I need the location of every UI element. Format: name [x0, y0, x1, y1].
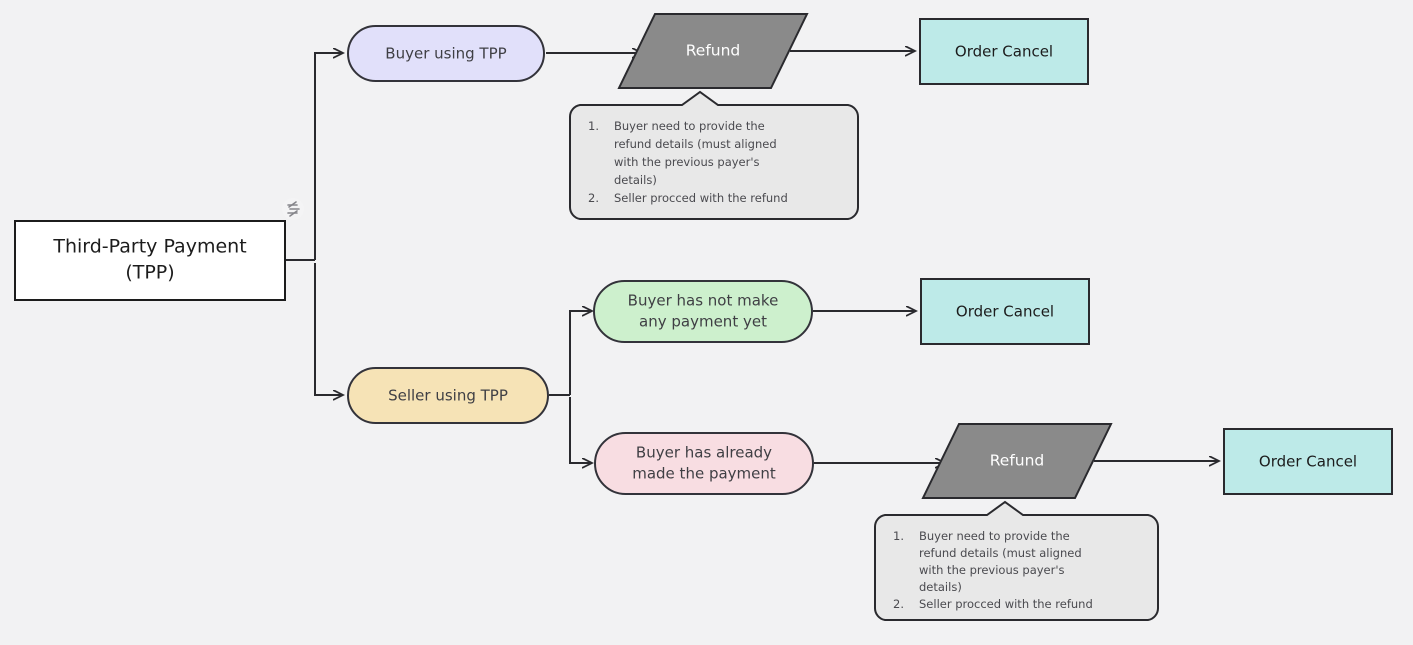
edge-root-to-buyer [314, 53, 342, 260]
edge-root-to-seller [314, 263, 342, 395]
node-seller-using-tpp[interactable]: Seller using TPP [347, 367, 549, 424]
node-order-cancel-3-label: Order Cancel [1259, 453, 1357, 471]
node-no-payment-yet-label-line2: any payment yet [639, 313, 767, 331]
node-refund-bottom[interactable]: Refund [921, 423, 1113, 499]
note-top-item-2-line-1: Seller procced with the refund [614, 191, 788, 205]
note-bottom-item-1-line-2: refund details (must aligned [919, 546, 1082, 560]
root-node-label-line2: (TPP) [125, 262, 174, 284]
node-refund-top-label: Refund [686, 42, 741, 60]
note-top: 1. Buyer need to provide the refund deta… [568, 90, 860, 220]
node-no-payment-yet[interactable]: Buyer has not make any payment yet [593, 280, 813, 343]
node-third-party-payment[interactable]: Third-Party Payment (TPP) [14, 220, 286, 301]
edge-seller-to-paid [569, 397, 591, 463]
node-seller-using-tpp-label: Seller using TPP [388, 387, 508, 405]
note-top-item-1-line-1: Buyer need to provide the [614, 119, 765, 133]
flow-glyph-badge[interactable] [282, 198, 304, 220]
note-top-item-1-line-2: refund details (must aligned [614, 137, 777, 151]
note-bottom-item-1-line-4: details) [919, 580, 962, 594]
node-order-cancel-1-label: Order Cancel [955, 43, 1053, 61]
note-bottom-item-1-number: 1. [893, 529, 904, 543]
root-node-label-line1: Third-Party Payment [52, 236, 246, 258]
note-bottom-item-2-line-1: Seller procced with the refund [919, 597, 1093, 611]
node-order-cancel-2[interactable]: Order Cancel [920, 278, 1090, 345]
note-top-item-1-number: 1. [588, 119, 599, 133]
node-already-paid[interactable]: Buyer has already made the payment [594, 432, 814, 495]
node-order-cancel-3[interactable]: Order Cancel [1223, 428, 1393, 495]
note-top-item-2-number: 2. [588, 191, 599, 205]
node-order-cancel-2-label: Order Cancel [956, 303, 1054, 321]
note-top-item-1-line-3: with the previous payer's [614, 155, 760, 169]
node-refund-top[interactable]: Refund [617, 13, 809, 89]
note-top-item-1-line-4: details) [614, 173, 657, 187]
node-no-payment-yet-label-line1: Buyer has not make [628, 292, 779, 310]
node-buyer-using-tpp-label: Buyer using TPP [385, 45, 506, 63]
note-bottom-item-2-number: 2. [893, 597, 904, 611]
node-order-cancel-1[interactable]: Order Cancel [919, 18, 1089, 85]
node-buyer-using-tpp[interactable]: Buyer using TPP [347, 25, 545, 82]
note-bottom-item-1-line-1: Buyer need to provide the [919, 529, 1070, 543]
node-refund-bottom-label: Refund [990, 452, 1045, 470]
connector-group [285, 51, 1218, 463]
node-already-paid-label-line1: Buyer has already [636, 444, 772, 462]
edge-seller-to-nopay [569, 311, 591, 395]
node-already-paid-label-line2: made the payment [632, 465, 776, 483]
note-bottom: 1. Buyer need to provide the refund deta… [873, 500, 1160, 621]
note-bottom-item-1-line-3: with the previous payer's [919, 563, 1065, 577]
